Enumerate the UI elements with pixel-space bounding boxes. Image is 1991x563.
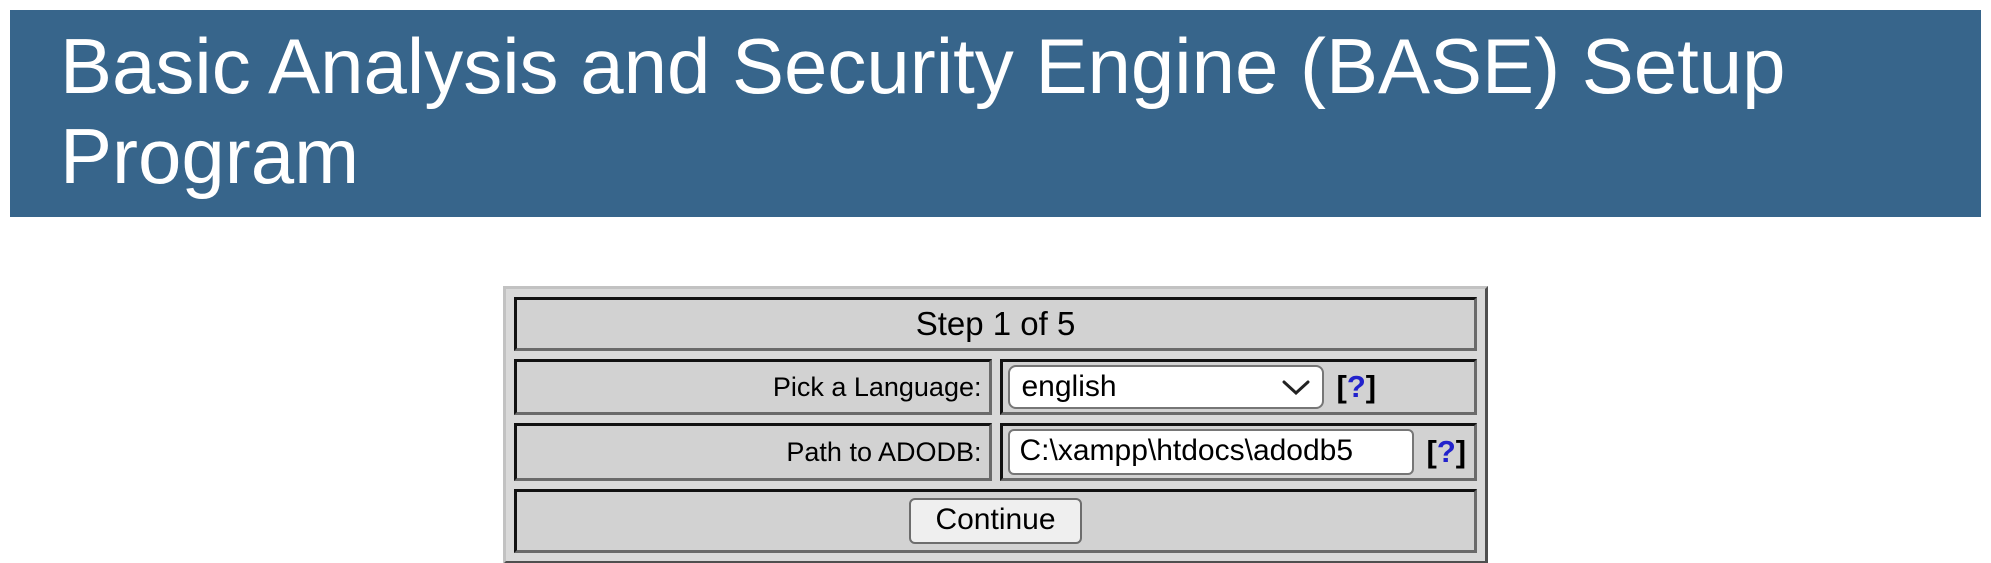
- adodb-label: Path to ADODB:: [514, 423, 992, 482]
- page-title: Basic Analysis and Security Engine (BASE…: [10, 10, 1981, 218]
- continue-cell: Continue: [514, 489, 1477, 554]
- question-mark-icon: ?: [1346, 369, 1366, 405]
- help-bracket-close: ]: [1365, 369, 1377, 405]
- language-help-link[interactable]: [?]: [1337, 369, 1377, 404]
- continue-button[interactable]: Continue: [909, 498, 1082, 545]
- language-label: Pick a Language:: [514, 359, 992, 416]
- step-indicator: Step 1 of 5: [514, 297, 1477, 352]
- language-row: Pick a Language: english [?]: [514, 359, 1477, 416]
- adodb-row: Path to ADODB: [?]: [514, 423, 1477, 482]
- help-bracket-open: [: [1426, 434, 1437, 470]
- language-select-wrap: english: [1007, 365, 1324, 410]
- adodb-help-link[interactable]: [?]: [1427, 434, 1467, 469]
- step-row: Step 1 of 5: [514, 297, 1477, 352]
- setup-table: Step 1 of 5 Pick a Language: english [?]…: [503, 286, 1488, 563]
- question-mark-icon: ?: [1436, 434, 1456, 470]
- continue-row: Continue: [514, 489, 1477, 554]
- language-control-cell: english [?]: [999, 359, 1477, 416]
- help-bracket-close: ]: [1455, 434, 1467, 470]
- help-bracket-open: [: [1336, 369, 1347, 405]
- adodb-path-input[interactable]: [1007, 429, 1414, 476]
- adodb-control-cell: [?]: [999, 423, 1477, 482]
- language-select[interactable]: english: [1007, 365, 1324, 410]
